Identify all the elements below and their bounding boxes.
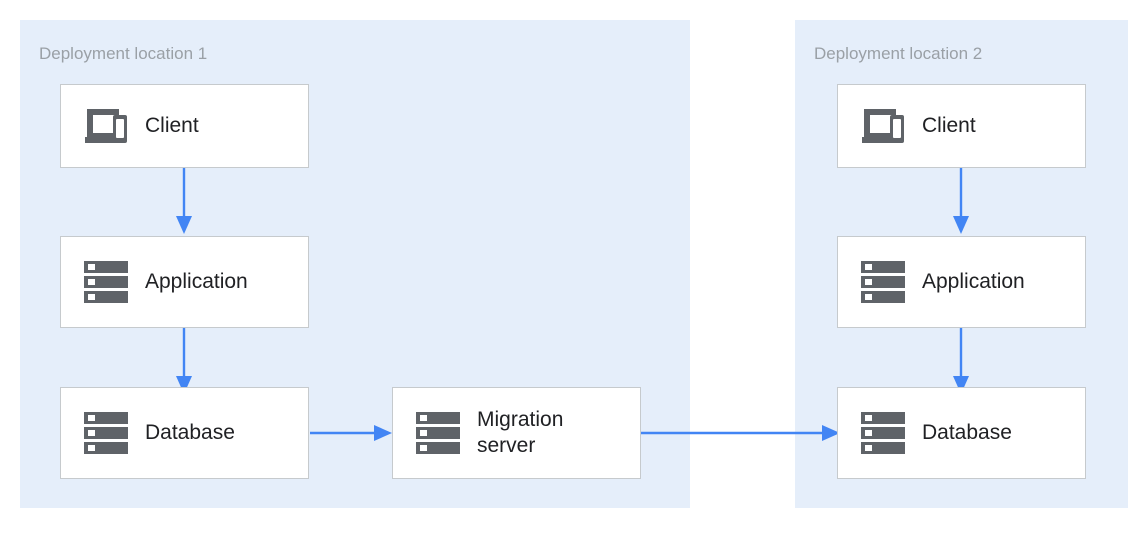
devices-icon [862,109,904,143]
node-application-1-label: Application [145,270,248,293]
arrowhead-icon [176,216,192,234]
connector-client2-to-application2 [953,168,969,234]
node-client-1-label: Client [145,114,199,137]
server-icon [84,412,128,454]
server-icon [861,412,905,454]
node-application-2-label: Application [922,270,1025,293]
connector-client1-to-application1 [176,168,192,234]
node-client-2-label: Client [922,114,976,137]
server-icon [416,412,460,454]
deployment-zone-1-label: Deployment location 1 [39,44,208,63]
node-client-1[interactable]: Client [60,84,309,168]
node-database-1[interactable]: Database [60,387,309,479]
connector-application2-to-database2 [953,328,969,394]
node-database-2-label: Database [922,421,1012,444]
server-icon [861,261,905,303]
node-migration-server[interactable]: Migration server [392,387,641,479]
node-client-2[interactable]: Client [837,84,1086,168]
connector-application1-to-database1 [176,328,192,394]
node-application-1[interactable]: Application [60,236,309,328]
node-application-2[interactable]: Application [837,236,1086,328]
arrowhead-icon [822,425,840,441]
arrowhead-icon [176,376,192,394]
connector-database1-to-migration-server [310,425,392,441]
arrowhead-icon [953,216,969,234]
node-database-1-label: Database [145,421,235,444]
server-icon [84,261,128,303]
node-migration-server-label: Migration server [477,408,564,457]
deployment-zone-2-label: Deployment location 2 [814,44,983,63]
connector-migration-server-to-database2 [640,425,840,441]
arrowhead-icon [953,376,969,394]
node-database-2[interactable]: Database [837,387,1086,479]
devices-icon [85,109,127,143]
arrowhead-icon [374,425,392,441]
